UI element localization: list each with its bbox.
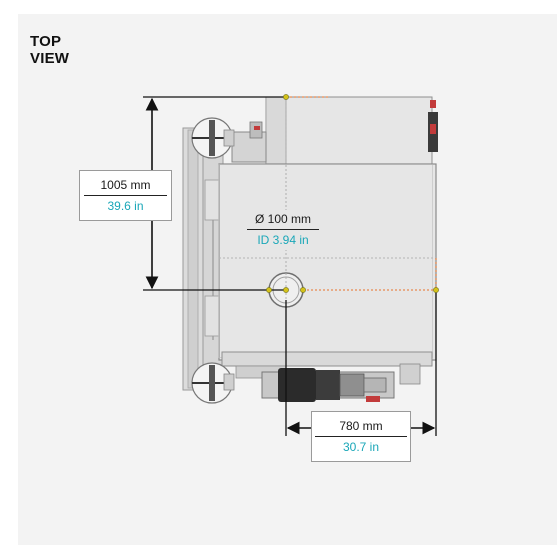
- pipe-metric: Ø 100 mm: [254, 212, 311, 226]
- marker-dot: [283, 94, 289, 100]
- motor-assembly: [261, 363, 421, 402]
- top-drum: [191, 117, 235, 159]
- top-cabinet: [265, 96, 438, 166]
- width-dimension-label: 780 mm 30.7 in: [311, 411, 411, 462]
- view-title: TOP VIEW: [30, 33, 69, 67]
- marker-dot: [283, 287, 289, 293]
- height-divider: [84, 195, 167, 196]
- width-metric: 780 mm: [339, 419, 383, 433]
- main-body: [218, 163, 437, 361]
- pipe-divider: [247, 229, 319, 230]
- guide-lines: [219, 96, 437, 428]
- reference-markers: [266, 94, 439, 293]
- marker-dot: [300, 287, 306, 293]
- pipe-dimension-label: Ø 100 mm ID 3.94 in: [245, 210, 321, 250]
- view-title-line-2: VIEW: [30, 50, 70, 67]
- height-metric: 1005 mm: [100, 178, 151, 192]
- pipe-imperial: ID 3.94 in: [257, 233, 309, 247]
- bottom-drum: [191, 362, 235, 404]
- width-divider: [315, 436, 407, 437]
- left-frame: [182, 127, 224, 391]
- marker-dot: [433, 287, 439, 293]
- view-title-line-1: TOP: [30, 33, 62, 50]
- width-imperial: 30.7 in: [342, 440, 380, 454]
- top-fittings: [231, 121, 267, 163]
- marker-dot: [266, 287, 272, 293]
- height-dimension-label: 1005 mm 39.6 in: [79, 170, 172, 221]
- height-imperial: 39.6 in: [107, 199, 144, 213]
